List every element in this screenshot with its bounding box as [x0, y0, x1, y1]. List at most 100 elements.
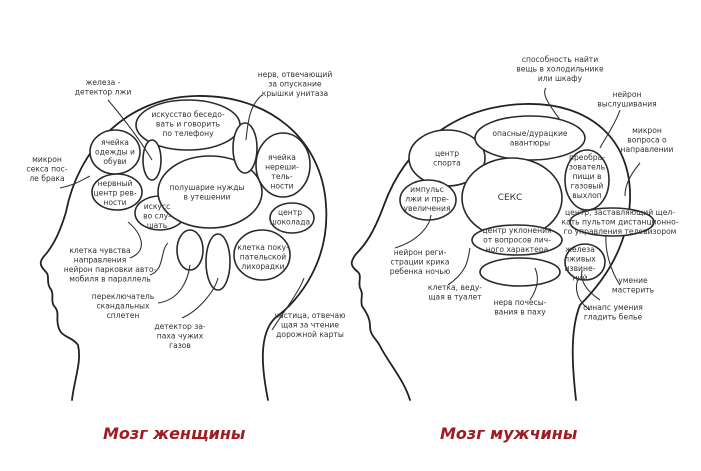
label-line: клетка поку- [237, 243, 289, 252]
male-lobe-scratch [479, 257, 561, 287]
label-line: центр [278, 208, 302, 217]
male-lobe-lie [399, 179, 457, 221]
leader-arrow [599, 109, 621, 149]
label-line: выслушивания [597, 100, 656, 109]
label-line: нерв, отвечающий [258, 70, 333, 79]
leader-arrow [575, 279, 591, 311]
label-line: го управления телевизором [564, 227, 677, 236]
male-brain-title: Мозг мужчины [440, 424, 578, 443]
label-line: выхлоп [572, 191, 601, 200]
label-line: частица, отвечаю [274, 311, 345, 320]
label-line: микрон [32, 155, 62, 164]
label-line: клетка чувства [69, 246, 130, 255]
female-lobe-chocolate [269, 202, 315, 234]
female-lobe-gas [205, 233, 231, 291]
label-line: от вопросов лич- [483, 236, 551, 245]
label-line: газов [169, 341, 191, 350]
leader-arrow [107, 99, 153, 161]
label-line: одежды и [95, 148, 135, 157]
label-line: извине- [565, 264, 596, 273]
label-line: клетка, веду- [428, 283, 482, 292]
leader-arrow [529, 267, 538, 301]
leader-arrow [581, 269, 601, 301]
label-line: зователь [569, 163, 606, 172]
male-brain-label: СЕКС [498, 193, 523, 203]
male-lobe-remote [569, 207, 655, 237]
female-lobe-jealousy [91, 173, 143, 211]
label-line: дорожной карты [276, 330, 344, 339]
leader-arrow [59, 175, 91, 189]
label-line: пищи в [573, 172, 602, 181]
female-brain-label: железа -детектор лжи [75, 78, 132, 97]
label-line: или шкафу [538, 74, 583, 83]
female-lobe-indecision [255, 132, 311, 198]
label-line: импульс [410, 185, 444, 194]
label-line: секса пос- [26, 165, 67, 174]
female-lobe-gossip [176, 229, 204, 271]
leader-arrow [271, 277, 305, 331]
label-line: шать [147, 221, 168, 230]
leader-arrow [447, 247, 471, 286]
label-line: нереши- [265, 163, 299, 172]
female-lobe-shopping [233, 229, 291, 281]
male-brain-label: клетка, веду-щая в туалет [428, 283, 482, 302]
label-line: искусство беседо- [151, 110, 225, 119]
label-line: вания в паху [494, 308, 546, 317]
leader-arrow [394, 214, 432, 249]
label-line: мобиля в параллель [69, 275, 151, 284]
label-line: ного характера [486, 245, 548, 254]
label-line: синапс умения [583, 303, 643, 312]
leader-arrow [544, 87, 561, 121]
label-line: щая за чтение [281, 321, 339, 330]
label-line: нейрон [612, 90, 641, 99]
label-line: нейрон парковки авто- [64, 265, 157, 274]
label-line: ний [573, 274, 588, 283]
male-lobe-avoidance [471, 224, 563, 256]
label-line: опасные/дурацкие [492, 129, 568, 138]
male-brain-label: нерв почесы-вания в паху [493, 298, 546, 317]
label-line: центр [435, 149, 459, 158]
female-lobe-toilet-nerve [232, 122, 258, 174]
label-line: направлении [621, 145, 674, 154]
label-line: железа [565, 245, 595, 254]
label-line: детектор лжи [75, 88, 132, 97]
label-line: переключатель [92, 292, 155, 301]
label-line: способность найти [522, 55, 598, 64]
leader-arrow [157, 264, 191, 304]
label-line: центр, заставляющий щел- [565, 208, 675, 217]
label-line: щая в туалет [428, 293, 482, 302]
label-line: увеличения [403, 204, 450, 213]
label-line: кать пультом дистанционно- [561, 218, 678, 227]
label-line: детектор за- [154, 322, 206, 331]
label-line: ности [270, 182, 293, 191]
label-line: полушарие нужды [170, 183, 245, 192]
label-line: обуви [103, 157, 126, 166]
label-line: скандальных [96, 302, 150, 311]
label-line: нерв почесы- [493, 298, 546, 307]
label-line: во слу- [143, 212, 171, 221]
label-line: шоколада [270, 218, 310, 227]
label-line: центр уклонения [482, 226, 551, 235]
female-brain-label: нейрон парковки авто-мобиля в параллель [64, 265, 157, 284]
label-line: нервный [98, 179, 133, 188]
label-line: центр рев- [93, 189, 136, 198]
label-line: ячейка [101, 138, 129, 147]
label-line: по телефону [162, 129, 214, 138]
label-line: нейрон реги- [394, 248, 447, 257]
label-line: тель- [271, 172, 292, 181]
label-line: авантюры [510, 139, 550, 148]
